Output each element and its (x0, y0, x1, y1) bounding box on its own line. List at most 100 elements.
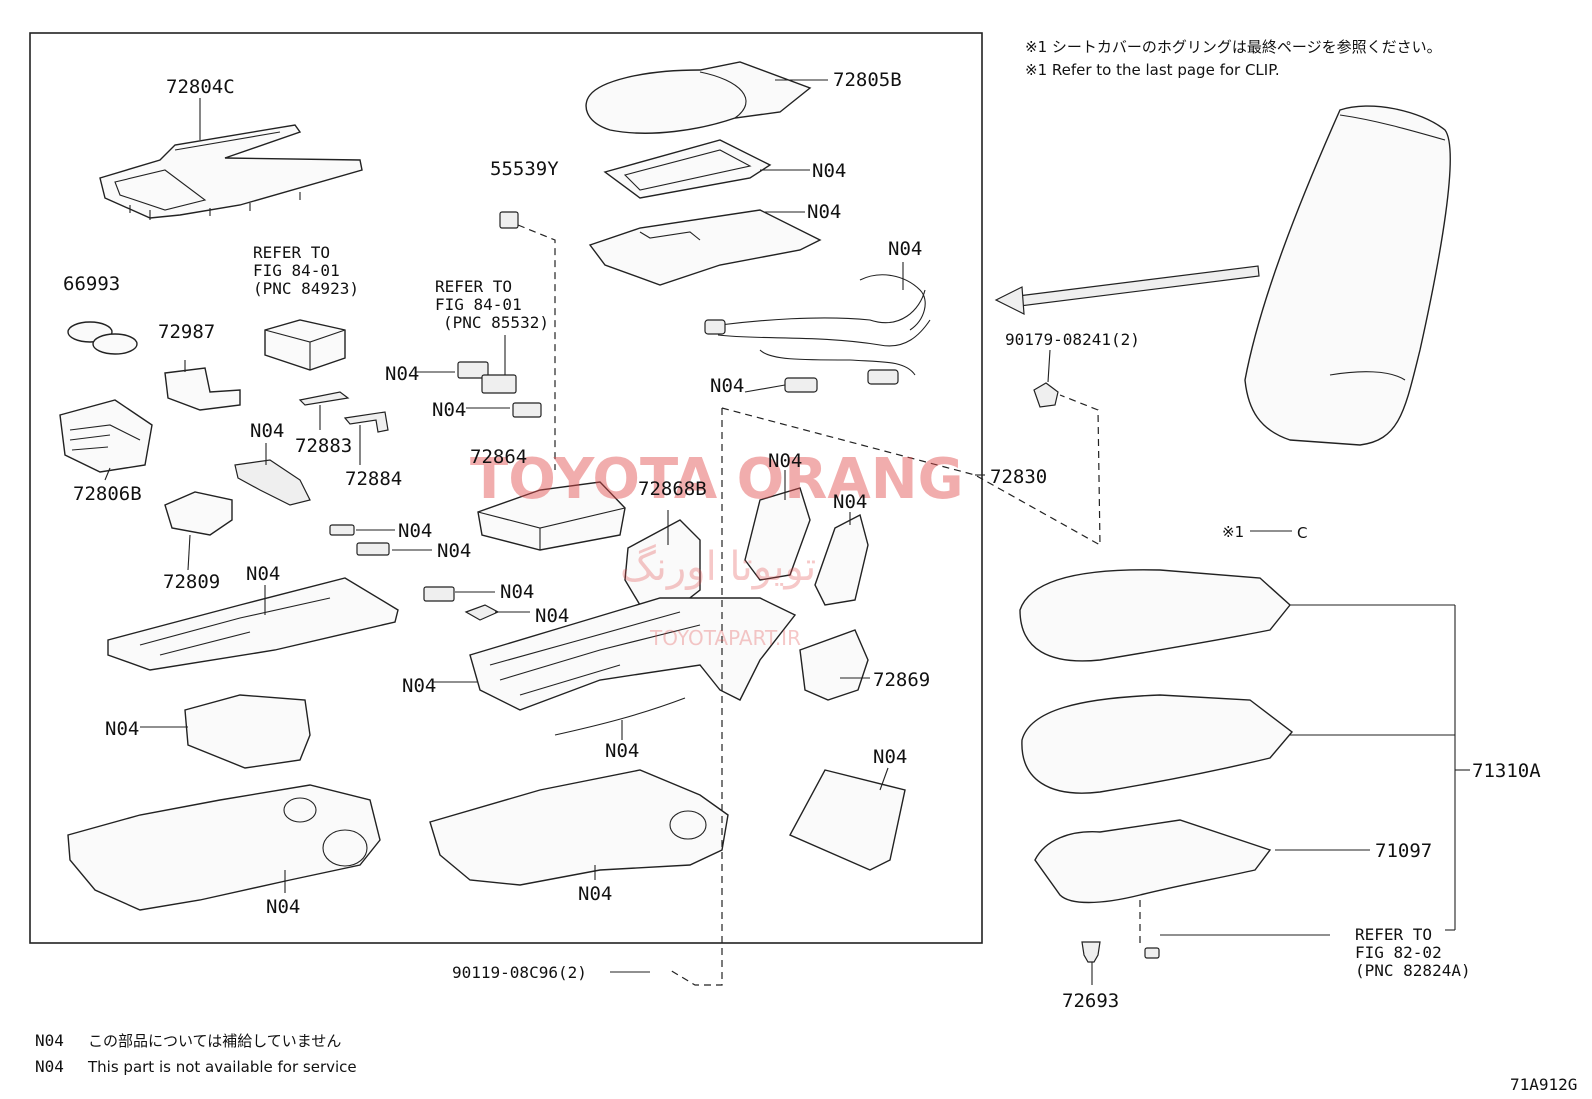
label-66993: 66993 (63, 273, 120, 295)
label-72987: 72987 (158, 321, 215, 343)
label-n04-tray: N04 (246, 563, 280, 585)
part-n04-clip3-shape (423, 586, 455, 602)
label-n04-side2: N04 (833, 491, 867, 513)
svg-text:REFER TO: REFER TO (435, 277, 512, 296)
assembly-frame (29, 32, 983, 944)
part-lid-plate-shape (588, 209, 822, 286)
label-n04-bracket: N04 (250, 420, 284, 442)
label-72883: 72883 (295, 435, 352, 457)
part-55539y-shape (499, 211, 519, 229)
label-n04-clip1: N04 (398, 520, 432, 542)
svg-text:REFER TO: REFER TO (253, 243, 330, 262)
direction-arrow (994, 265, 1260, 316)
part-lid-inner-shape (603, 139, 772, 199)
part-n04-switch3-shape (512, 402, 542, 418)
label-55539y: 55539Y (490, 158, 559, 180)
label-n04-side1: N04 (768, 450, 802, 472)
svg-text:FIG 84-01: FIG 84-01 (435, 295, 522, 314)
svg-text:FIG 84-01: FIG 84-01 (253, 261, 340, 280)
svg-text:FIG 82-02: FIG 82-02 (1355, 943, 1442, 962)
part-n04-clip4-shape (464, 604, 500, 621)
watermark-brand: TOYOTA ORANG (470, 447, 964, 512)
label-90179: 90179-08241(2) (1005, 330, 1140, 349)
dashed-lines (517, 224, 1141, 986)
figure-code: 71A912G (1510, 1075, 1577, 1094)
label-n04-cover: N04 (873, 746, 907, 768)
part-ref-84923-shape (264, 319, 346, 371)
svg-text:N04: N04 (35, 1057, 64, 1076)
part-90179-shape (1033, 382, 1059, 408)
label-n04-harness: N04 (888, 238, 922, 260)
note-en-clip: ※1 Refer to the last page for CLIP. (1025, 61, 1280, 79)
label-72830: 72830 (990, 466, 1047, 488)
svg-text:(PNC 82824A): (PNC 82824A) (1355, 961, 1471, 980)
part-72869-shape (799, 629, 869, 701)
part-n04-wire-shape (554, 697, 686, 736)
label-72864: 72864 (470, 446, 527, 468)
clip-letter: C (1297, 524, 1307, 542)
watermark-site: TOYOTAPART.IR (649, 626, 801, 650)
label-n04-clip3: N04 (500, 581, 534, 603)
svg-text:(PNC 84923): (PNC 84923) (253, 279, 359, 298)
part-n04-console-left-shape (67, 784, 381, 911)
label-n04-console-center: N04 (578, 883, 612, 905)
refer-85532: REFER TO FIG 84-01 (PNC 85532) (435, 277, 549, 332)
part-72804c-shape (99, 124, 363, 220)
label-n04-console-left: N04 (266, 896, 300, 918)
part-66993-shape (67, 321, 138, 355)
part-n04-side2-shape (814, 513, 869, 606)
label-72868b: 72868B (638, 478, 707, 500)
part-72693-shape (1081, 941, 1101, 963)
part-n04-clip2-shape (356, 542, 390, 556)
label-71310a: 71310A (1472, 760, 1541, 782)
label-72693: 72693 (1062, 990, 1119, 1012)
label-n04-harness-conn: N04 (710, 375, 744, 397)
label-n04-clip4: N04 (535, 605, 569, 627)
clip-marker: ※1 (1222, 523, 1244, 541)
legend: N04 この部品については補給していません N04 This part is n… (35, 1031, 357, 1076)
svg-text:(PNC 85532): (PNC 85532) (443, 313, 549, 332)
seat-back-shape (1244, 105, 1451, 446)
part-72864-shape (477, 481, 626, 551)
label-n04-clip2: N04 (437, 540, 471, 562)
label-n04-frame: N04 (402, 675, 436, 697)
part-console-frame-shape (469, 597, 797, 711)
label-n04-switch1: N04 (385, 363, 419, 385)
part-n04-cover-right-shape (789, 769, 906, 871)
label-n04-wire: N04 (605, 740, 639, 762)
part-n04-bracket-shape (234, 459, 311, 506)
leader-lines (104, 79, 1470, 985)
part-72806b-shape (59, 399, 153, 473)
part-71310a-top-shape (1019, 569, 1291, 662)
label-n04-switch3: N04 (432, 399, 466, 421)
label-n04-plate: N04 (807, 201, 841, 223)
part-n04-switch2-shape (481, 374, 517, 394)
part-n04-inner-tray-shape (184, 694, 311, 769)
svg-text:N04: N04 (35, 1031, 64, 1050)
part-72884-shape (343, 411, 389, 433)
part-n04-tray-shape (107, 577, 399, 671)
label-71097: 71097 (1375, 840, 1432, 862)
refer-82824a: REFER TO FIG 82-02 (PNC 82824A) (1355, 925, 1471, 980)
part-n04-side1-shape (744, 487, 811, 581)
label-72804c: 72804C (166, 76, 235, 98)
part-n04-switch1-shape (457, 361, 489, 379)
note-jp-clip: ※1 シートカバーのホグリングは最終ページを参照ください。 (1025, 38, 1442, 56)
part-71097-shape (1034, 819, 1272, 904)
svg-text:この部品については補給していません: この部品については補給していません (88, 1032, 341, 1050)
watermark-arabic: تویوتا اورنگ (620, 544, 816, 590)
label-72884: 72884 (345, 468, 402, 490)
label-72805b: 72805B (833, 69, 902, 91)
label-72869: 72869 (873, 669, 930, 691)
part-n04-console-center-shape (429, 769, 729, 886)
part-71310a-mid-shape (1021, 694, 1294, 794)
part-72987-shape (164, 367, 241, 411)
label-72809: 72809 (163, 571, 220, 593)
part-72883-shape (298, 391, 350, 406)
label-n04-lid: N04 (812, 160, 846, 182)
refer-84923: REFER TO FIG 84-01 (PNC 84923) (253, 243, 359, 298)
part-clip-ref-shape (1144, 947, 1160, 959)
part-n04-clip1-shape (329, 524, 355, 536)
part-72805b-shape (585, 61, 812, 134)
